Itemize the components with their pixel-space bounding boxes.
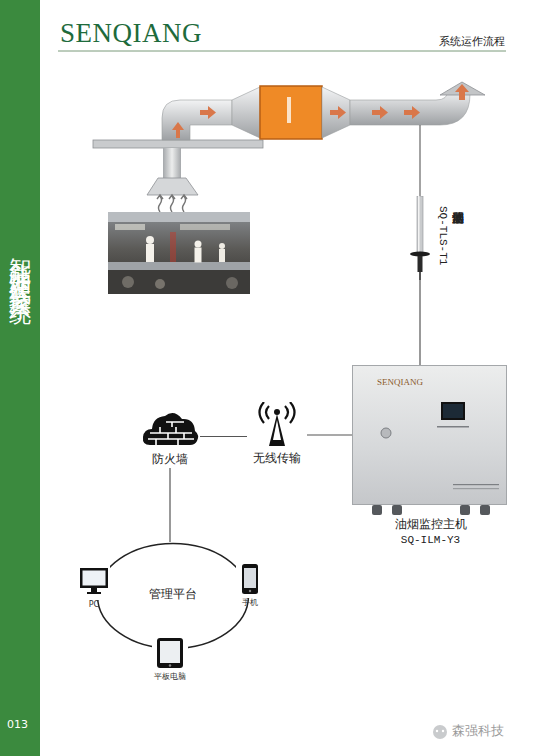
host-box: SENQIANG油烟监控主机SQ-ILM-Y3 [352, 365, 507, 505]
kitchen-photo [108, 212, 250, 294]
device-label: 平板电脑 [146, 672, 194, 681]
connector-line [169, 468, 170, 542]
header-rule [58, 51, 506, 52]
firewall-cloud [140, 405, 200, 451]
band-title: 智能油烟在线监控系统 [8, 240, 33, 290]
heat-wave [159, 196, 162, 212]
watermark-icon [433, 725, 447, 739]
duct-elbow [162, 100, 232, 140]
sensor-mount-line [419, 125, 420, 196]
node-label: 无线传输 [247, 452, 307, 466]
flow-arrow [172, 122, 184, 138]
pc-node: PC [78, 562, 110, 612]
flow-arrow [455, 84, 469, 100]
page-number: 013 [7, 719, 28, 732]
brand-logo: SENQIANG [60, 18, 202, 49]
duct-transition [322, 87, 350, 138]
connector-line [307, 434, 352, 435]
hood-plate [93, 140, 263, 148]
node-label: 管理平台 [96, 588, 250, 602]
device-label: PC [78, 600, 110, 609]
phone-node: 手机 [236, 562, 264, 610]
flow-arrow [372, 106, 388, 119]
model-number: SQ-TLS-T1 [436, 206, 449, 265]
section-title: 系统运作流程 [439, 36, 505, 49]
side-band: 智能油烟在线监控系统 013 [0, 0, 40, 756]
phone-icon [236, 562, 264, 598]
firewall-node: 防火墙 [140, 405, 200, 468]
host-front [353, 366, 508, 506]
brand-plate: SENQIANG [377, 377, 423, 387]
sensor-probe [410, 196, 430, 280]
host-label: 油烟监控主机 [353, 518, 508, 532]
flow-arrow [330, 106, 346, 119]
connector-line [419, 280, 420, 365]
connector-line [200, 436, 247, 437]
platform-ellipse-node: 管理平台 [96, 542, 250, 650]
cable-glands [372, 505, 490, 515]
pc-icon [78, 562, 110, 600]
tablet-node: 平板电脑 [152, 634, 188, 684]
tablet-icon [152, 634, 188, 672]
duct-transition [232, 87, 260, 138]
device-label: 手机 [236, 598, 264, 607]
heat-wave [171, 196, 174, 212]
sensor-node: SQ-TLS-T1油烟监测传感器 [410, 196, 430, 280]
flow-arrow [404, 106, 420, 119]
purifier-mark [287, 97, 291, 123]
node-label: 防火墙 [140, 453, 200, 467]
flow-arrow [200, 106, 216, 119]
purifier-box [260, 86, 322, 139]
heat-arrowhead [157, 195, 187, 199]
antenna-icon [247, 402, 307, 448]
model-number: SQ-ILM-Y3 [353, 534, 508, 547]
hood-neck [163, 148, 181, 178]
wireless-node: 无线传输 [247, 402, 307, 468]
watermark: 森强科技 [452, 724, 504, 739]
heat-wave [183, 196, 186, 212]
hood-funnel [147, 178, 198, 195]
